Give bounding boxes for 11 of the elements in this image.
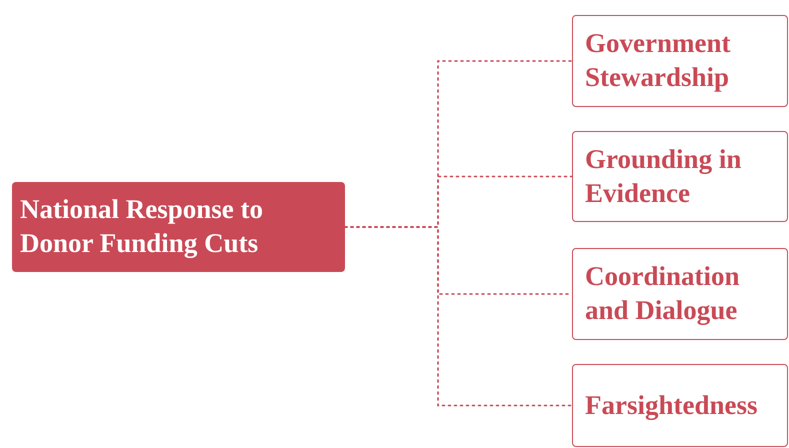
topic-box — [572, 15, 788, 107]
topic-label: Farsightedness — [585, 388, 758, 422]
topic-label: National Response to Donor Funding Cuts — [20, 193, 264, 260]
topic-box — [572, 131, 788, 222]
topic-label: Grounding in Evidence — [585, 142, 742, 210]
topic-label: Government Stewardship — [585, 27, 732, 94]
topic-box — [572, 364, 788, 447]
root-topic-box — [12, 182, 345, 272]
topic-box — [572, 248, 788, 340]
topic-label: Coordination and Dialogue — [585, 260, 741, 327]
connector-line — [344, 226, 573, 406]
